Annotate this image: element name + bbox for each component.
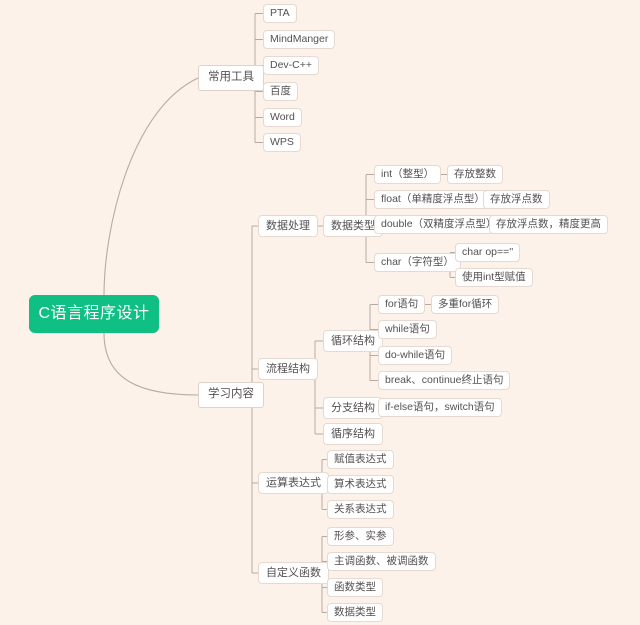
mindmap-node-d1c[interactable]: 循序结构 bbox=[323, 423, 383, 445]
connector-line bbox=[103, 77, 199, 296]
mindmap-node-d0a3[interactable]: char（字符型） bbox=[374, 253, 461, 272]
mindmap-node-d1b0[interactable]: if-else语句，switch语句 bbox=[378, 398, 502, 417]
mindmap-node-d2[interactable]: 运算表达式 bbox=[258, 472, 329, 494]
mindmap-node-b0c0[interactable]: PTA bbox=[263, 4, 297, 23]
mindmap-node-d1a3[interactable]: break、continue终止语句 bbox=[378, 371, 511, 390]
mindmap-node-b0[interactable]: 常用工具 bbox=[198, 65, 264, 91]
mindmap-node-b1[interactable]: 学习内容 bbox=[198, 382, 264, 408]
mindmap-node-d1a[interactable]: 循环结构 bbox=[323, 330, 383, 352]
mindmap-node-d0a0[interactable]: int（整型） bbox=[374, 165, 442, 184]
mindmap-node-d3[interactable]: 自定义函数 bbox=[258, 562, 329, 584]
mindmap-node-d0a1x[interactable]: 存放浮点数 bbox=[483, 190, 550, 209]
mindmap-node-d0a0x[interactable]: 存放整数 bbox=[447, 165, 503, 184]
mindmap-node-d3c2[interactable]: 函数类型 bbox=[327, 578, 383, 597]
mindmap-node-b0c5[interactable]: WPS bbox=[263, 133, 301, 152]
mindmap-node-d1a2[interactable]: do-while语句 bbox=[378, 346, 453, 365]
mindmap-node-d1[interactable]: 流程结构 bbox=[258, 358, 318, 380]
mindmap-node-d0a2x[interactable]: 存放浮点数，精度更高 bbox=[489, 215, 608, 234]
mindmap-node-d3c3[interactable]: 数据类型 bbox=[327, 603, 383, 622]
root-node[interactable]: C语言程序设计 bbox=[29, 295, 159, 333]
mindmap-node-d0a3x0[interactable]: char op=='' bbox=[455, 243, 521, 262]
connector-line bbox=[103, 332, 199, 396]
mindmap-node-b0c4[interactable]: Word bbox=[263, 108, 302, 127]
mindmap-node-d2c1[interactable]: 算术表达式 bbox=[327, 475, 394, 494]
mindmap-node-d2c0[interactable]: 赋值表达式 bbox=[327, 450, 394, 469]
mindmap-node-d3c0[interactable]: 形参、实参 bbox=[327, 527, 394, 546]
mindmap-node-d0[interactable]: 数据处理 bbox=[258, 215, 318, 237]
mindmap-node-b0c1[interactable]: MindManger bbox=[263, 30, 336, 49]
mindmap-node-d2c2[interactable]: 关系表达式 bbox=[327, 500, 394, 519]
mindmap-node-d1a0x[interactable]: 多重for循环 bbox=[431, 295, 500, 314]
mindmap-node-d0a2[interactable]: double（双精度浮点型） bbox=[374, 215, 504, 234]
mindmap-node-d1b[interactable]: 分支结构 bbox=[323, 397, 383, 419]
mindmap-node-d0a3x1[interactable]: 使用int型赋值 bbox=[455, 268, 533, 287]
mindmap-node-b0c3[interactable]: 百度 bbox=[263, 82, 298, 101]
mindmap-node-d3c1[interactable]: 主调函数、被调函数 bbox=[327, 552, 436, 571]
mindmap-node-d1a0[interactable]: for语句 bbox=[378, 295, 426, 314]
mindmap-node-b0c2[interactable]: Dev-C++ bbox=[263, 56, 320, 75]
mindmap-node-d0a1[interactable]: float（单精度浮点型） bbox=[374, 190, 492, 209]
mindmap-node-d1a1[interactable]: while语句 bbox=[378, 320, 437, 339]
